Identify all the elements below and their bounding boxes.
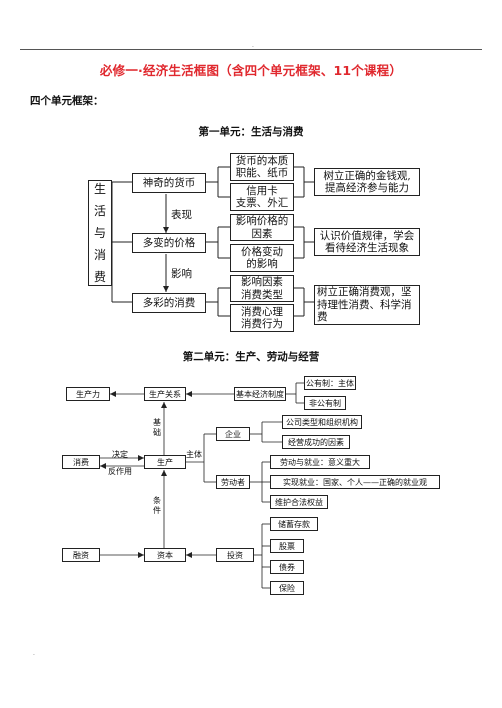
node-success-factors: 经营成功的因素 — [282, 435, 350, 449]
topic-consumption-types: 影响因素消费类型 — [230, 275, 294, 302]
node-bonds: 债券 — [270, 560, 304, 574]
unit1-root-box: 生 活 与 消 费 — [88, 180, 112, 286]
topic-price-change: 价格变动的影响 — [230, 244, 294, 272]
node-employment: 劳动与就业：意义重大 — [270, 455, 370, 469]
page-title: 必修一·经济生活框图（含四个单元框架、11个课程） — [99, 63, 403, 78]
section-subheading: 四个单元框架： — [30, 95, 104, 107]
node-stocks: 股票 — [270, 539, 304, 553]
label-basis: 基础 — [152, 418, 162, 438]
topic-consumption-psychology: 消费心理消费行为 — [230, 304, 294, 332]
node-enterprise: 企业 — [216, 427, 250, 441]
header-rule — [20, 49, 482, 50]
node-savings: 储蓄存款 — [270, 517, 318, 531]
unit2-heading: 第二单元：生产、劳动与经营 — [182, 351, 320, 363]
topic-money-essence: 货币的本质职能、纸币 — [230, 153, 294, 181]
label-decides: 决定 — [112, 450, 128, 459]
label-manifest: 表现 — [171, 207, 192, 222]
node-relations: 生产关系 — [144, 387, 186, 401]
node-consumption: 消费 — [62, 455, 100, 469]
node-capital: 资本 — [144, 548, 186, 562]
topic-credit-card: 信用卡支票、外汇 — [230, 183, 294, 211]
label-condition: 条件 — [152, 496, 162, 516]
label-influence: 影响 — [171, 266, 192, 281]
node-realize-employment: 实现就业：国家、个人——正确的就业观 — [270, 475, 440, 489]
label-main-body: 主体 — [186, 450, 202, 459]
node-productivity: 生产力 — [66, 387, 110, 401]
node-production: 生产 — [144, 455, 186, 469]
root-char: 消 — [93, 248, 106, 262]
node-investment: 投资 — [216, 548, 254, 562]
goal-consumption-view: 树立正确消费观，坚持理性消费、科学消费 — [314, 285, 420, 325]
topic-price-factors: 影响价格的因素 — [230, 214, 294, 241]
goal-money-view: 树立正确的金钱观,提高经济参与能力 — [314, 168, 420, 196]
goal-value-law: 认识价值规律，学会看待经济生活现象 — [314, 228, 420, 256]
root-char: 与 — [93, 226, 106, 240]
unit1-heading: 第一单元：生活与消费 — [198, 126, 304, 138]
root-char: 费 — [93, 270, 106, 284]
root-char: 活 — [93, 204, 106, 218]
node-public: 公有制：主体 — [304, 376, 356, 390]
lesson-price: 多变的价格 — [132, 233, 206, 253]
node-rights: 维护合法权益 — [270, 495, 328, 509]
node-nonpublic: 非公有制 — [304, 396, 346, 410]
node-laborer: 劳动者 — [216, 475, 250, 489]
lesson-consumption: 多彩的消费 — [132, 293, 206, 313]
node-company-types: 公司类型和组织机构 — [282, 415, 362, 429]
root-char: 生 — [93, 182, 106, 196]
node-finance: 融资 — [62, 548, 100, 562]
bottom-dot: . — [33, 650, 35, 657]
lesson-money: 神奇的货币 — [132, 173, 206, 193]
label-reacts: 反作用 — [108, 467, 132, 476]
node-insurance: 保险 — [270, 581, 304, 595]
node-economic-system: 基本经济制度 — [234, 387, 286, 401]
top-dot: . — [252, 42, 254, 49]
